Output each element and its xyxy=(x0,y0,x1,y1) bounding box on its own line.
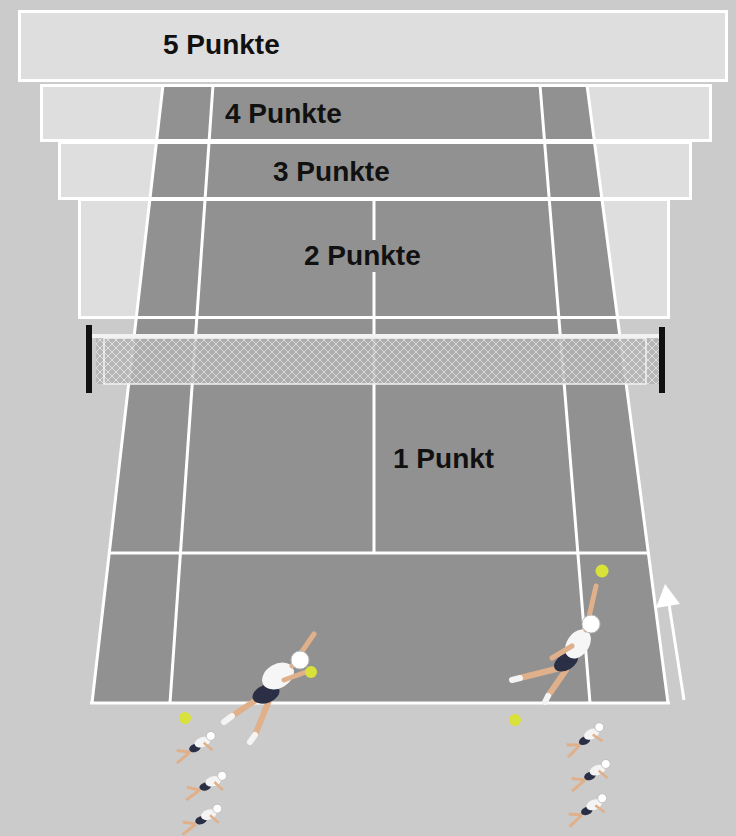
court-surface xyxy=(92,85,668,703)
score-zone: 1 Punkt xyxy=(376,386,642,552)
score-band: 2 Punkte xyxy=(78,198,670,319)
score-label: 2 Punkte xyxy=(299,240,426,272)
score-band: 5 Punkte xyxy=(18,10,728,82)
score-band: 3 Punkte xyxy=(58,141,692,200)
direction-arrow xyxy=(656,584,684,700)
score-label: 4 Punkte xyxy=(225,98,342,130)
score-label: 5 Punkte xyxy=(163,29,280,61)
score-label: 3 Punkte xyxy=(273,156,390,188)
net xyxy=(86,325,665,393)
tennis-ball xyxy=(179,712,191,724)
score-label: 1 Punkt xyxy=(393,443,494,475)
court-lines xyxy=(90,85,670,703)
tennis-ball xyxy=(509,714,521,726)
player-right xyxy=(512,565,609,703)
player-left xyxy=(224,634,317,742)
waiting-players xyxy=(171,721,615,834)
score-band: 4 Punkte xyxy=(40,84,712,142)
